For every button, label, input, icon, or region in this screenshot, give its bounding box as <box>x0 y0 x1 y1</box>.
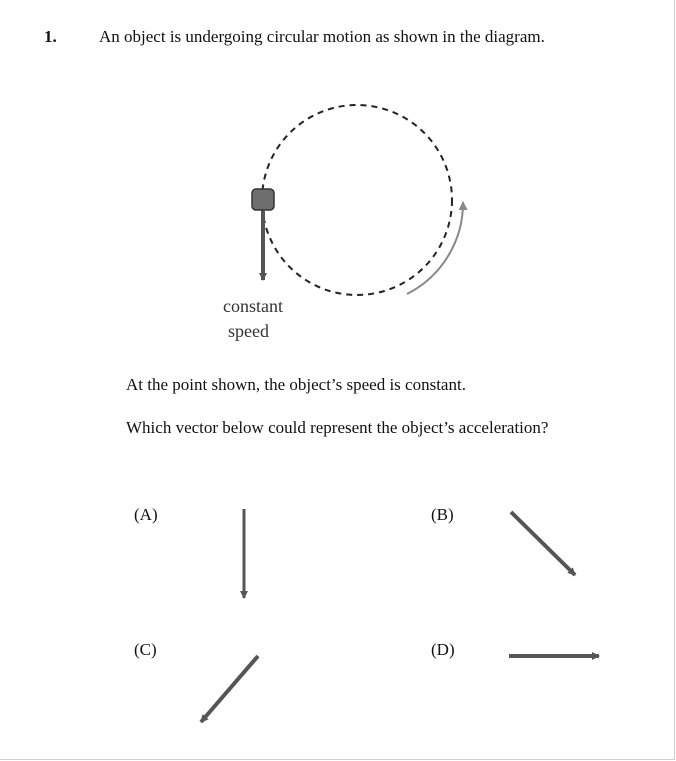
prompt-question: Which vector below could represent the o… <box>126 418 549 437</box>
motion-direction-arrow <box>406 201 468 295</box>
object-block <box>251 188 275 211</box>
option-c-arrow <box>199 654 260 724</box>
option-c-label[interactable]: (C) <box>134 640 157 659</box>
question-number: 1. <box>44 27 57 46</box>
option-b-label[interactable]: (B) <box>431 505 454 524</box>
speed-label-line2: speed <box>228 321 269 341</box>
option-d-label[interactable]: (D) <box>431 640 455 659</box>
question-text: An object is undergoing circular motion … <box>99 27 545 46</box>
circular-path <box>261 104 453 296</box>
option-b-arrow <box>509 510 577 577</box>
prompt-statement: At the point shown, the object’s speed i… <box>126 375 466 394</box>
option-a-label[interactable]: (A) <box>134 505 158 524</box>
speed-label-line1: constant <box>223 296 283 316</box>
